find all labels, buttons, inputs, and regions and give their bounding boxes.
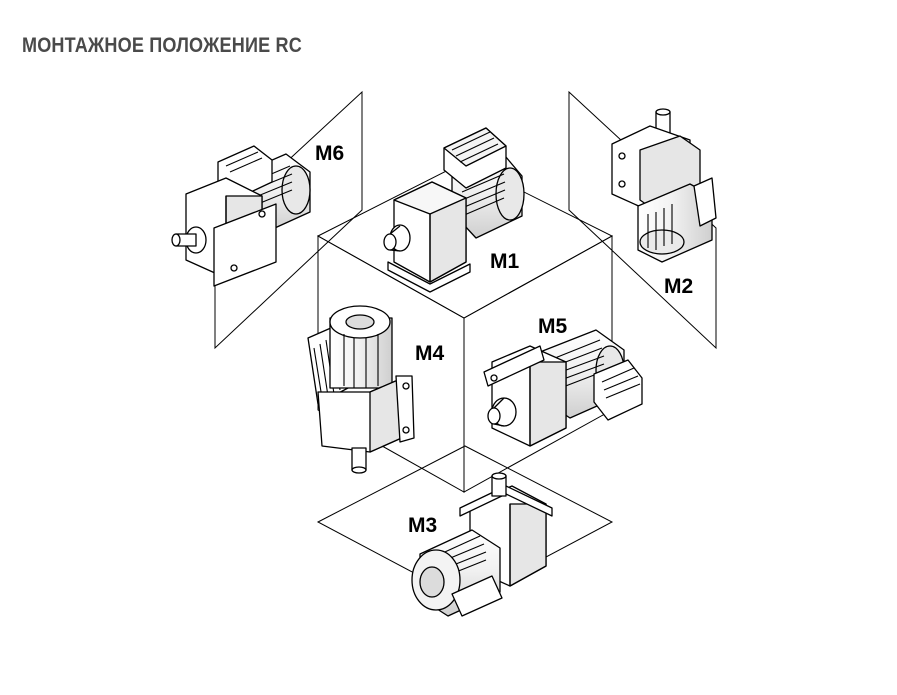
label-m2: M2	[664, 275, 693, 298]
label-m1: M1	[490, 250, 519, 273]
gearmotor-m1	[383, 127, 525, 293]
label-m3: M3	[408, 514, 437, 537]
gearmotor-m5	[483, 329, 643, 447]
plane-m6	[214, 90, 363, 350]
label-m5: M5	[538, 315, 567, 338]
gearmotor-m6	[171, 145, 311, 287]
page-title: МОНТАЖНОЕ ПОЛОЖЕНИЕ RC	[22, 34, 302, 57]
gearmotor-m3	[411, 472, 553, 617]
label-m4: M4	[415, 342, 444, 365]
gearmotor-m4	[307, 305, 415, 474]
label-m6: M6	[315, 142, 344, 165]
gearmotor-m2	[611, 108, 717, 263]
